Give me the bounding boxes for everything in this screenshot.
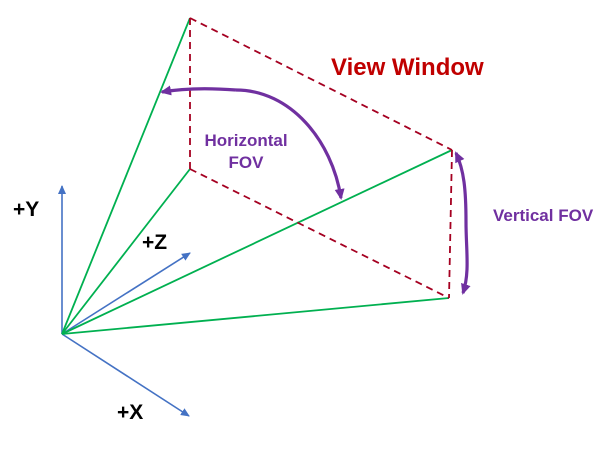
horizontal-fov-arc — [235, 88, 345, 200]
vertical-fov-label: Vertical FOV — [493, 206, 594, 225]
z-axis-label: +Z — [142, 231, 168, 254]
view-window-edge-top — [189, 17, 453, 151]
vertical-fov-arc — [454, 151, 468, 223]
view-window-outline — [189, 17, 453, 299]
horizontal-fov-label-line1: Horizontal — [204, 131, 288, 150]
frustum-edges — [61, 17, 453, 335]
horizontal-fov-label: Horizontal FOV — [196, 130, 296, 174]
frustum-edge-bottom-right — [61, 297, 450, 335]
horizontal-fov-arc-start — [160, 85, 237, 96]
y-axis-label: +Y — [13, 198, 40, 221]
horizontal-fov-label-line2: FOV — [228, 153, 264, 173]
vertical-fov-arc-end — [461, 221, 471, 295]
view-window-edge-right — [448, 149, 453, 299]
frustum-edge-top-left — [61, 17, 191, 335]
x-axis-arrow — [61, 333, 190, 417]
view-window-title: View Window — [331, 54, 484, 81]
frustum-edge-top-right — [61, 149, 453, 335]
view-window-edge-bottom — [189, 168, 450, 299]
x-axis-label: +X — [117, 401, 144, 424]
z-axis-arrow — [61, 252, 191, 335]
frustum-edge-bottom-left — [61, 168, 191, 335]
